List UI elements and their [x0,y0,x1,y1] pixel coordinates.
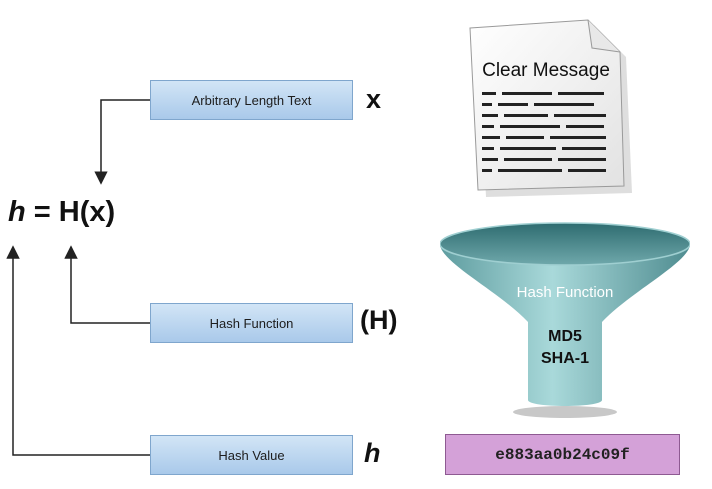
hash-function-box: Hash Function [150,303,353,343]
funnel-icon [440,222,690,418]
arrow-value-to-h [6,245,150,456]
arbitrary-text-box: Arbitrary Length Text [150,80,353,120]
arrow-text-to-x [94,99,150,185]
variable-h: h [364,438,381,468]
algorithm-sha1: SHA-1 [540,350,589,367]
algorithm-md5: MD5 [548,328,582,345]
hash-formula: h = H(x) [8,196,115,229]
formula-h: h [8,196,26,228]
hash-output: e883aa0b24c09f [445,434,680,475]
variable-x: x [366,84,382,114]
formula-rhs: = H(x) [25,196,116,228]
clear-message-document-icon: Clear Message [469,19,632,197]
hash-value-box: Hash Value [150,435,353,475]
document-title: Clear Message [482,60,610,81]
arrow-function-to-h [64,245,150,324]
variable-H: (H) [360,305,398,335]
funnel-title: Hash Function [516,284,614,301]
